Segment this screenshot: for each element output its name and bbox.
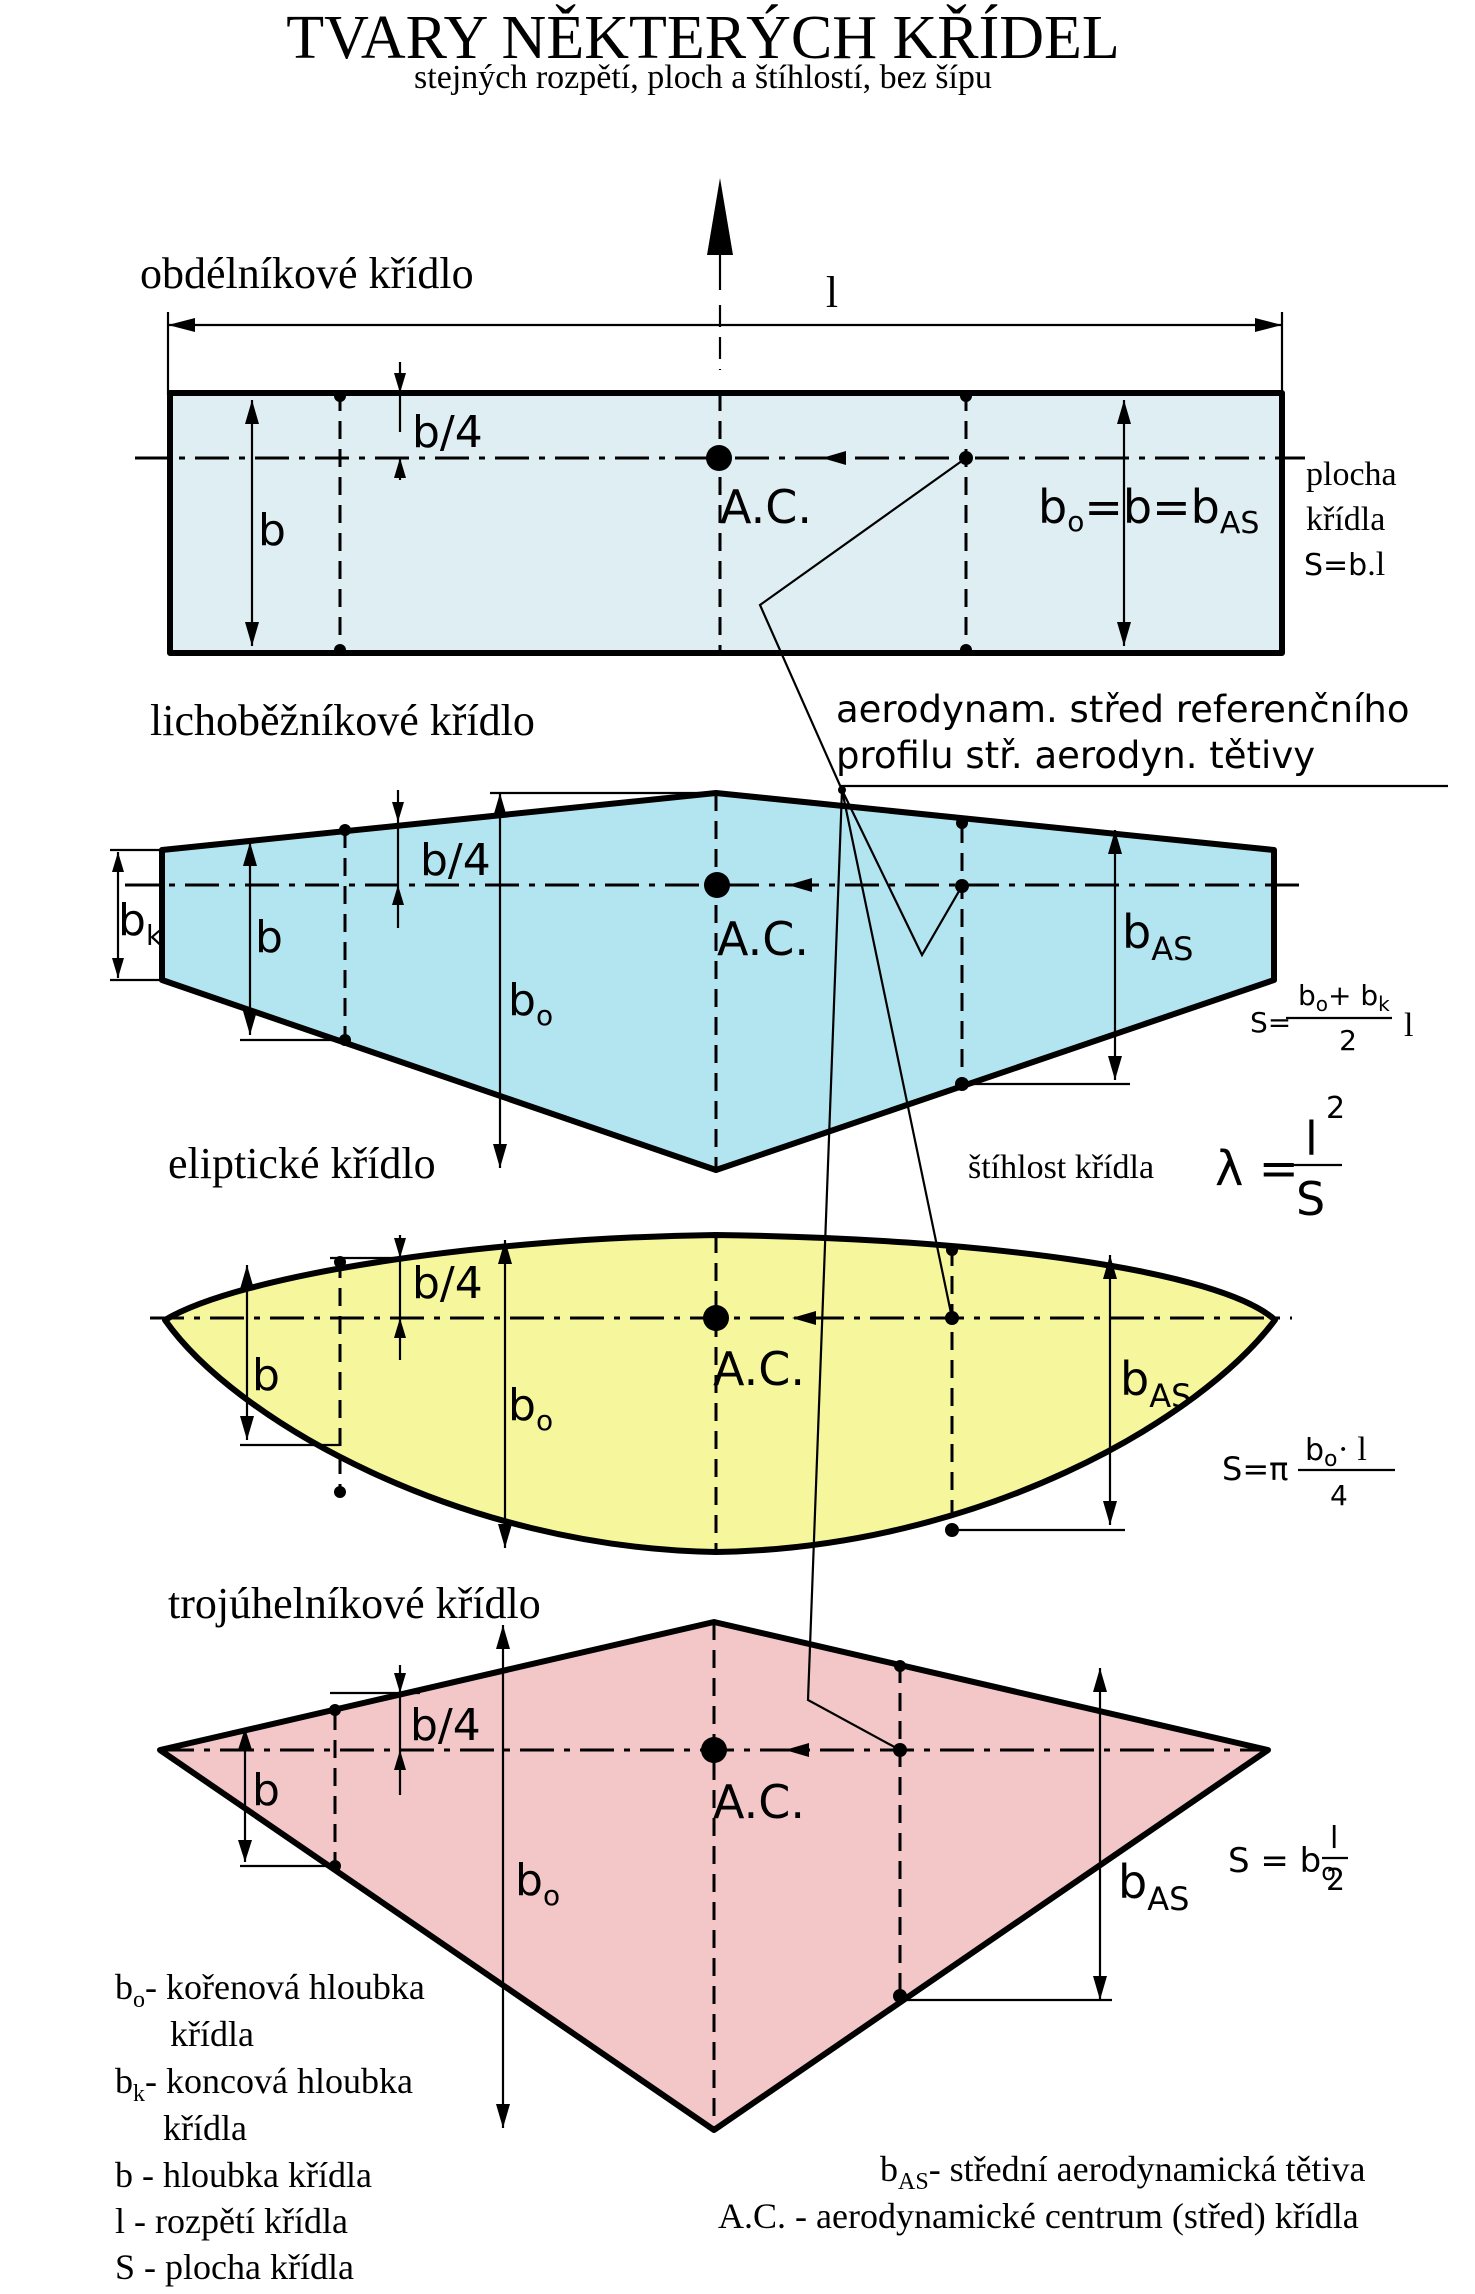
svg-text:S: S xyxy=(1296,1172,1325,1226)
legend-item: l - rozpětí křídla xyxy=(115,2201,348,2241)
ac-label: A.C. xyxy=(713,1342,805,1396)
wing-title: trojúhelníkové křídlo xyxy=(168,1579,541,1628)
triangular-wing: trojúhelníkové křídlo b b/4 A.C. bo bAS … xyxy=(157,1579,1348,2133)
quarter-chord-label: b/4 xyxy=(410,1700,481,1751)
ac-note: aerodynam. střed referenčního profilu st… xyxy=(836,688,1448,788)
legend-left: bo- kořenová hloubka křídla bk- koncová … xyxy=(115,1967,425,2287)
quarter-chord-label: b/4 xyxy=(412,1258,483,1309)
legend-item: bAS- střední aerodynamická tětiva xyxy=(880,2149,1366,2195)
legend-item: A.C. - aerodynamické centrum (střed) kří… xyxy=(718,2196,1359,2236)
aerodynamic-center-marker xyxy=(703,1305,729,1331)
svg-text:S=b.l: S=b.l xyxy=(1304,546,1385,583)
area-formula: plocha křídla S=b.l xyxy=(1304,456,1397,583)
b-label: b xyxy=(255,912,283,963)
wing-outline xyxy=(159,790,1277,1173)
slenderness-formula: štíhlost křídla λ = l 2 S xyxy=(968,1091,1345,1226)
legend-item: křídla xyxy=(170,2014,254,2054)
wing-outline xyxy=(167,390,1285,656)
symmetry-axis xyxy=(707,178,733,370)
svg-text:štíhlost křídla: štíhlost křídla xyxy=(968,1149,1154,1186)
area-formula: S=π bo· l 4 xyxy=(1222,1431,1395,1512)
svg-text:S = bo: S = bo xyxy=(1228,1841,1336,1886)
aerodynamic-center-marker xyxy=(704,872,730,898)
legend-right: bAS- střední aerodynamická tětiva A.C. -… xyxy=(718,2149,1366,2236)
svg-text:plocha: plocha xyxy=(1306,456,1397,493)
svg-text:l: l xyxy=(1305,1112,1318,1166)
legend-item: bk- koncová hloubka xyxy=(115,2061,413,2107)
bk-label: bk xyxy=(118,895,163,952)
ac-label: A.C. xyxy=(717,912,809,966)
svg-text:4: 4 xyxy=(1330,1479,1348,1512)
wing-title: eliptické křídlo xyxy=(168,1139,436,1188)
trapezoidal-wing: lichoběžníkové křídlo bk b b/4 A.C. bo xyxy=(110,696,1413,1173)
legend-item: křídla xyxy=(163,2108,247,2148)
wing-title: lichoběžníkové křídlo xyxy=(150,696,535,745)
b-label: b xyxy=(258,505,286,556)
aerodynamic-center-marker xyxy=(701,1737,727,1763)
quarter-chord-label: b/4 xyxy=(412,407,483,458)
svg-text:2: 2 xyxy=(1326,1863,1345,1898)
svg-text:2: 2 xyxy=(1326,1091,1345,1126)
svg-text:λ =: λ = xyxy=(1215,1141,1299,1197)
chord-equality-label: bo=b=bAS xyxy=(1038,480,1259,541)
legend-item: S - plocha křídla xyxy=(115,2247,354,2287)
wing-outline xyxy=(162,1232,1278,1555)
svg-text:aerodynam. střed referenčního: aerodynam. střed referenčního xyxy=(836,688,1409,731)
svg-text:S=π: S=π xyxy=(1222,1450,1288,1488)
ac-label: A.C. xyxy=(720,480,812,534)
ac-label: A.C. xyxy=(713,1775,805,1829)
svg-text:S=: S= xyxy=(1250,1006,1291,1039)
svg-text:křídla: křídla xyxy=(1306,501,1385,538)
svg-text:profilu stř. aerodyn. tětivy: profilu stř. aerodyn. tětivy xyxy=(836,734,1315,777)
diagram-subtitle: stejných rozpětí, ploch a štíhlostí, bez… xyxy=(414,59,992,96)
span-dimension: l xyxy=(166,268,1284,395)
b-label: b xyxy=(252,1350,280,1401)
ac-leader-lines xyxy=(758,457,967,1751)
flight-direction-arrow-icon xyxy=(707,178,733,255)
elliptic-wing: eliptické křídlo b b/4 A.C. bo bAS S=π xyxy=(150,1139,1395,1555)
bo-label: bo xyxy=(508,975,553,1032)
svg-text:bo· l: bo· l xyxy=(1305,1431,1367,1472)
legend-item: b - hloubka křídla xyxy=(115,2155,372,2195)
aerodynamic-center-marker xyxy=(706,445,732,471)
rectangular-wing: obdélníkové křídlo b b/4 A.C. bo=b=bAS p… xyxy=(135,249,1397,656)
bo-label: bo xyxy=(515,1855,560,1912)
legend-item: bo- kořenová hloubka xyxy=(115,1967,425,2013)
bas-label: bAS xyxy=(1120,1352,1191,1415)
diagram-title: TVARY NĚKTERÝCH KŘÍDEL xyxy=(286,4,1120,72)
area-formula: S= bo+ bk 2 l xyxy=(1250,979,1413,1057)
bas-label: bAS xyxy=(1122,905,1193,968)
bas-label: bAS xyxy=(1118,1855,1189,1918)
area-formula: S = bo l 2 xyxy=(1228,1821,1348,1898)
svg-text:l: l xyxy=(1404,1007,1413,1044)
svg-text:l: l xyxy=(1330,1821,1338,1856)
wing-title: obdélníkové křídlo xyxy=(140,249,474,298)
quarter-chord-label: b/4 xyxy=(420,835,491,886)
svg-text:2: 2 xyxy=(1339,1024,1357,1057)
svg-text:bo+ bk: bo+ bk xyxy=(1298,979,1390,1016)
span-label: l xyxy=(826,268,838,317)
bo-label: bo xyxy=(508,1380,553,1437)
b-label: b xyxy=(252,1765,280,1816)
svg-text:bo=b=bAS: bo=b=bAS xyxy=(1038,480,1259,541)
